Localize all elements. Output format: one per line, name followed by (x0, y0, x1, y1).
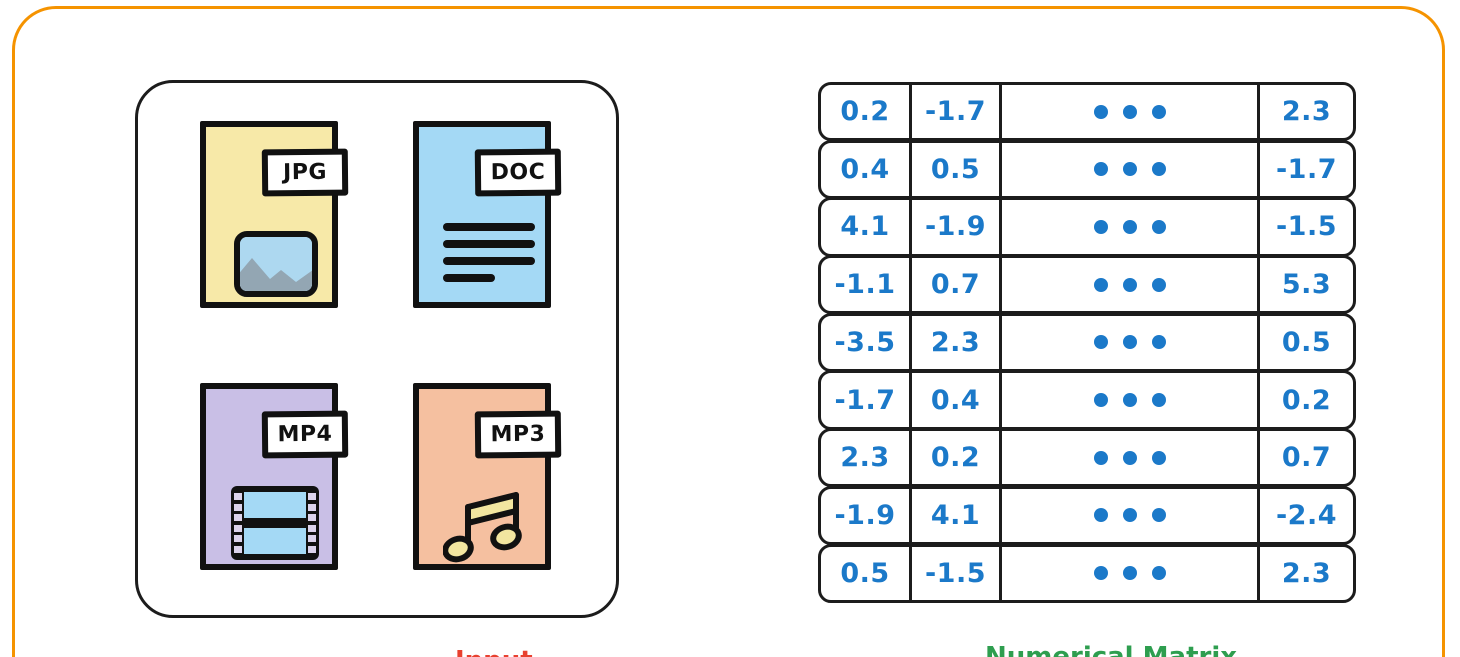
jpg-label-tag: JPG (261, 148, 349, 197)
doc-line (443, 240, 535, 248)
table-cell: 0.7 (1281, 442, 1332, 474)
table-cell (1002, 85, 1260, 139)
table-cell: 0.2 (912, 431, 1002, 485)
table-cell: 0.5 (1281, 326, 1332, 358)
table-cell (1002, 258, 1260, 312)
mp3-label-tag: MP3 (474, 410, 562, 459)
ellipsis-dots-icon (1093, 450, 1166, 465)
table-cell: 5.3 (1281, 269, 1332, 301)
table-cell: 2.3 (821, 431, 912, 485)
ellipsis-dots-icon (1093, 104, 1166, 119)
ellipsis-dots-icon (1093, 393, 1166, 408)
table-cell: -1.1 (821, 258, 912, 312)
ellipsis-dots-icon (1093, 566, 1166, 581)
film-strip-icon (231, 486, 319, 560)
ellipsis-dots-icon (1093, 335, 1166, 350)
table-row: 0.2-1.7 2.3 (818, 82, 1356, 142)
table-cell (1002, 315, 1260, 369)
table-row: 0.5-1.5 2.3 (818, 543, 1356, 603)
file-icon-mp4[interactable]: MP4 (200, 383, 349, 573)
table-cell (1002, 200, 1260, 254)
file-icon-jpg[interactable]: JPG (200, 121, 349, 311)
table-cell: 0.4 (912, 373, 1002, 427)
file-icon-mp3[interactable]: MP3 (413, 383, 562, 573)
table-cell: 0.5 (821, 546, 912, 600)
mountain-shape-icon (240, 258, 312, 291)
table-cell: 0.4 (821, 142, 912, 196)
file-icon-doc[interactable]: DOC (413, 121, 562, 311)
table-cell (1002, 142, 1260, 196)
image-thumbnail-icon (234, 231, 318, 297)
film-sprockets-right (308, 493, 316, 553)
table-cell: -1.9 (821, 488, 912, 542)
table-cell: -1.9 (912, 200, 1002, 254)
file-types-card: JPG DOC (135, 80, 619, 618)
table-cell: 2.3 (912, 315, 1002, 369)
input-caption: Input (455, 646, 533, 657)
file-icon-grid: JPG DOC (138, 83, 616, 615)
table-cell (1002, 431, 1260, 485)
table-cell: 4.1 (821, 200, 912, 254)
table-cell: 0.2 (1281, 384, 1332, 416)
doc-line (443, 274, 495, 282)
table-cell: 0.5 (912, 142, 1002, 196)
doc-line (443, 223, 535, 231)
table-cell: 4.1 (912, 488, 1002, 542)
ellipsis-dots-icon (1093, 162, 1166, 177)
matrix-caption: Numerical Matrix (985, 642, 1238, 657)
ellipsis-dots-icon (1093, 219, 1166, 234)
table-cell: -1.7 (1275, 153, 1338, 185)
table-cell: -1.5 (912, 546, 1002, 600)
table-cell: 0.7 (912, 258, 1002, 312)
table-row: 4.1-1.9 -1.5 (818, 197, 1356, 257)
table-cell: -1.7 (912, 85, 1002, 139)
table-cell: -1.5 (1275, 211, 1338, 243)
film-sprockets-left (234, 493, 242, 553)
music-note-icon (443, 492, 522, 563)
table-cell: -3.5 (821, 315, 912, 369)
table-cell (1002, 546, 1260, 600)
ellipsis-dots-icon (1093, 508, 1166, 523)
table-cell: -1.7 (821, 373, 912, 427)
table-cell (1002, 373, 1260, 427)
doc-label-tag: DOC (474, 148, 562, 197)
table-cell: -2.4 (1275, 499, 1338, 531)
document-text-lines-icon (443, 223, 535, 291)
ellipsis-dots-icon (1093, 277, 1166, 292)
film-frame (244, 492, 306, 518)
table-cell: 2.3 (1281, 96, 1332, 128)
film-frame (244, 528, 306, 554)
table-cell: 2.3 (1281, 557, 1332, 589)
table-cell (1002, 488, 1260, 542)
doc-line (443, 257, 535, 265)
table-cell: 0.2 (821, 85, 912, 139)
mp4-label-tag: MP4 (261, 410, 349, 459)
